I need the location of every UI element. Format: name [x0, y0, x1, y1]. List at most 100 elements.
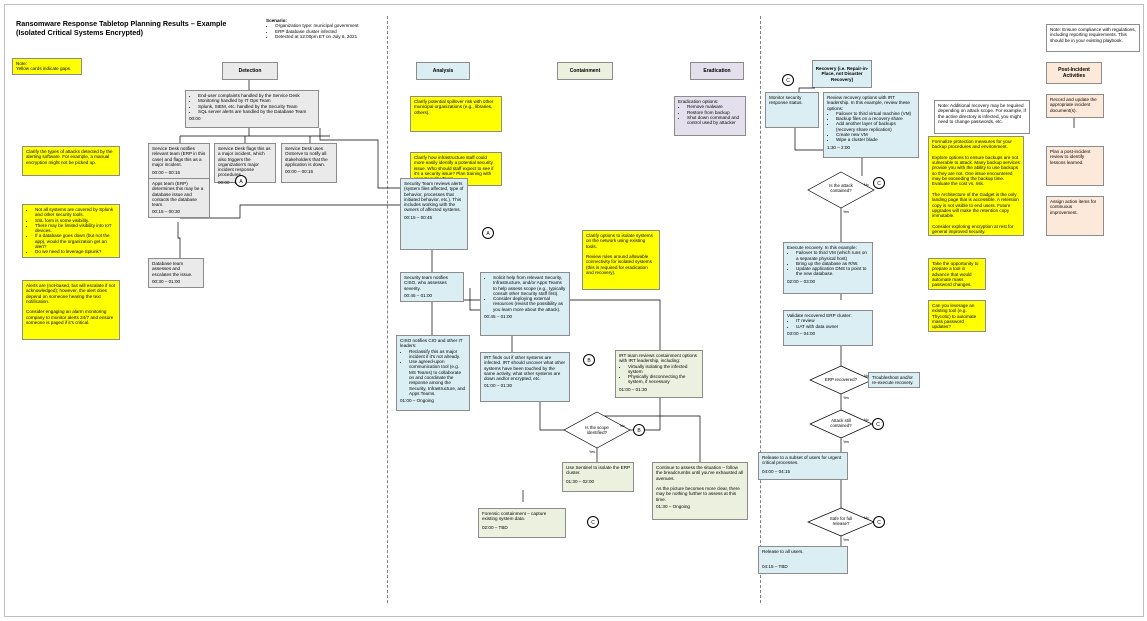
alert-sources: End-user complaints handled by the Servi… — [189, 93, 315, 114]
decision-contained-diamond — [807, 171, 875, 209]
recovery-option: Add another layer of backups (recovery s… — [836, 121, 915, 132]
scenario: Scenario: Organization type: municipal g… — [266, 18, 396, 39]
recovery-options: Failover to third virtual machine (VM) B… — [827, 111, 915, 143]
record-box: Record and update the appropriate incide… — [1046, 94, 1104, 118]
gap-card-isolation: Clarify options to isolate systems on th… — [582, 230, 660, 290]
time-label: 04:00 – 04:15 — [762, 468, 791, 474]
gap-card-backups: Formalize protection measures for your b… — [928, 136, 1024, 236]
time-label: 04:15 – TBD — [762, 564, 788, 570]
gap-card-spillover: Clarify potential spillover risk with ot… — [410, 96, 502, 132]
yes-label: Yes — [843, 210, 849, 214]
validate-item: UAT with data owner — [796, 324, 869, 329]
recovery-option: Wipe a cluster blade — [836, 137, 915, 142]
scenario-item: Organization type: municipal government — [275, 23, 396, 28]
solicit-item: Consider deploying external resources (r… — [493, 296, 566, 312]
gap-card-alerts: Alerts are (not-based, but will escalate… — [22, 280, 120, 340]
step-text: CISO notifies CIO and other IT leaders: — [400, 338, 463, 349]
gap-item: If a database goes down (but not the app… — [35, 233, 116, 249]
alert-source: End-user complaints handled by the Servi… — [198, 93, 315, 98]
step-text: IRT finds out if other systems are infec… — [484, 355, 566, 382]
execute-item: Update application DNS to point to the n… — [796, 266, 869, 277]
plan-review-box: Plan a post-incident review to identify … — [1046, 146, 1104, 186]
monitor-box: Monitor security response status. — [765, 92, 819, 128]
time-label: 00:15 – 00:30 — [152, 209, 181, 215]
time-label: 00:45 – 01:00 — [484, 314, 513, 320]
decision-erp-diamond — [809, 365, 873, 395]
scenario-list: Organization type: municipal government … — [266, 23, 396, 39]
time-label: 01:00 – 01:30 — [484, 383, 513, 389]
yes-label: Yes — [843, 440, 849, 444]
sd-notifies-box: Service Desk notifies relevant team (ERP… — [148, 143, 210, 183]
recovery-note: Note: Additional recovery may be require… — [934, 100, 1030, 134]
divider — [387, 16, 388, 603]
execute-list: Failover to third VM (which runs on a se… — [787, 250, 869, 276]
decision-contained-label: Is the attack contained? — [829, 183, 853, 193]
step-text: Validate recovered ERP cluster: — [787, 313, 852, 318]
phase-header-eradication: Eradication — [690, 62, 744, 80]
ciso-list: Reclassify this as major incident if it'… — [400, 349, 466, 397]
step-text: Security team notifies CISO, who assesse… — [404, 275, 448, 291]
no-label: No — [864, 516, 869, 520]
step-text: Eradication options: — [678, 99, 719, 104]
step-text: Database team assesses and escalates the… — [152, 261, 193, 277]
step-text: Service Desk uses OnServe to notify all … — [285, 146, 328, 167]
time-label: 00:15 – 00:45 — [404, 214, 433, 220]
no-label: No — [864, 374, 869, 378]
connector-c: C — [587, 516, 599, 528]
eradication-options-box: Eradication options: Remove malware Rest… — [674, 96, 746, 136]
containment-options: Virtually isolating the infected system … — [619, 364, 699, 385]
time-label: 02:00 – 03:00 — [787, 278, 816, 284]
connector-c: C — [782, 74, 794, 86]
scenario-heading: Scenario: — [266, 18, 287, 23]
time-label: 01:00 – 01:30 — [619, 386, 648, 392]
continue-assess-box: Continue to assess the situation – follo… — [652, 462, 748, 520]
eradication-item: Remove malware — [687, 104, 742, 109]
execute-recovery-box: Execute recovery. In this example: Failo… — [783, 242, 873, 294]
yes-label: Yes — [843, 396, 849, 400]
ciso-item: Reclassify this as major incident if it'… — [409, 349, 466, 360]
phase-header-post-incident: Post-Incident Activities — [1046, 62, 1102, 84]
time-label: 02:00 – TBD — [482, 524, 508, 530]
time-label: 1:30 – 2:00 — [827, 144, 850, 150]
step-text: Continue to assess the situation – follo… — [656, 465, 743, 502]
eradication-item: Shut down command and control used by at… — [687, 115, 742, 126]
step-text: Review recovery options with IRT leaders… — [827, 95, 910, 111]
phase-header-recovery: Recovery (i.e. Repair-in-Place, not Disa… — [812, 60, 872, 88]
ciso-box: CISO notifies CIO and other IT leaders: … — [396, 335, 470, 411]
decision-safe-label: Safe for full release? — [829, 516, 853, 526]
step-text: Use Sentinel to isolate the ERP cluster. — [566, 465, 631, 476]
solicit-box: Solicit help from relevant Security, Inf… — [480, 272, 570, 336]
time-label: 00:45 – 01:00 — [404, 292, 433, 298]
yellow-cards-note: Note: Yellow cards indicate gaps. — [12, 58, 82, 75]
gap-card-attacks: Clarify the types of attacks detected by… — [22, 146, 120, 176]
scenario-item: ERP database cluster infected — [275, 29, 396, 34]
step-text: Apps team (ERP) determines this may be a… — [152, 181, 204, 208]
containment-option: Physically disconnecting the system, if … — [628, 374, 699, 385]
step-text: Security Team reviews alerts (system fil… — [404, 181, 464, 213]
solicit-item: Solicit help from relevant Security, Inf… — [493, 275, 566, 296]
time-label: 01:30 – Ongoing — [656, 504, 690, 510]
time-label: 00:00 – 00:15 — [285, 169, 314, 175]
decision-attack-diamond — [809, 409, 873, 439]
time-label: 00:00 — [189, 116, 201, 122]
forensic-box: Forensic containment – capture existing … — [478, 508, 566, 538]
isolate-box: Use Sentinel to isolate the ERP cluster.… — [562, 462, 634, 492]
gap-card-password-tool: Take the opportunity to prepare a tool i… — [928, 258, 986, 290]
release-subset-box: Release to a subset of users for urgent … — [758, 452, 848, 480]
recovery-option: Backup files on a recovery share — [836, 116, 915, 121]
gap-item: Not all systems are covered by Splunk an… — [35, 207, 116, 218]
eradication-item: Restore from backup — [687, 110, 742, 115]
connector-a: A — [482, 227, 494, 239]
decision-erp-label: ERP recovered? — [824, 377, 858, 382]
execute-item: Bring up the database as R/W. — [796, 261, 869, 266]
alert-source: Monitoring handled by IT Ops Team — [198, 98, 315, 103]
time-label: 01:30 – 02:00 — [566, 478, 595, 484]
yes-label: Yes — [589, 450, 595, 454]
assign-actions-box: Assign action items for continuous impro… — [1046, 196, 1104, 236]
release-all-box: Release to all users. 04:15 – TBD — [758, 546, 848, 574]
divider — [760, 16, 761, 603]
gap-item: SSL form is some visibility. — [35, 218, 116, 223]
phase-header-analysis: Analysis — [416, 62, 470, 80]
time-label: 00:00 – 00:15 — [152, 170, 181, 176]
